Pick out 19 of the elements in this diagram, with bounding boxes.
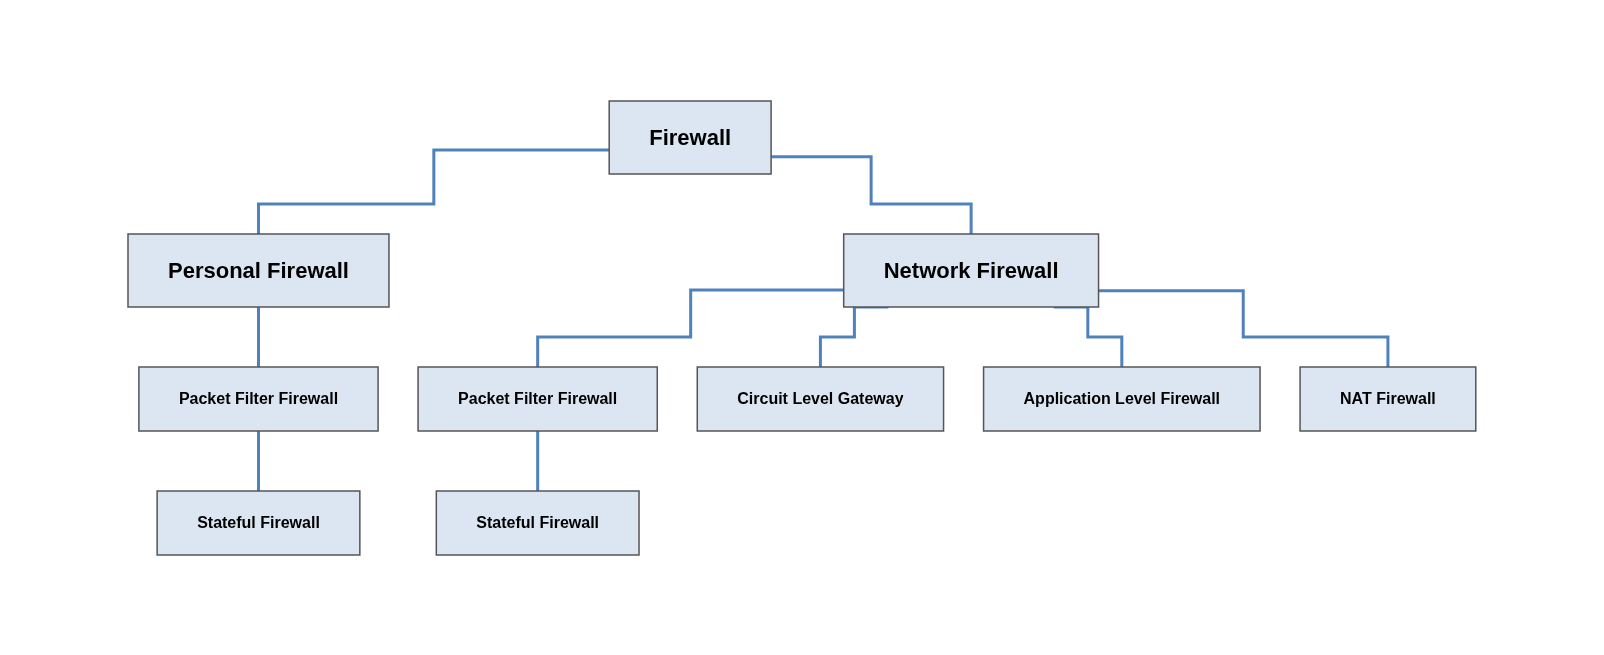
node-box: Packet Filter Firewall	[138, 365, 379, 432]
node-box: Personal Firewall	[127, 232, 390, 308]
connector	[1053, 305, 1124, 368]
node-box: Application Level Firewall	[982, 365, 1261, 432]
node-box: Network Firewall	[843, 232, 1100, 308]
connector	[257, 429, 261, 492]
connector	[257, 305, 261, 368]
node-box: Packet Filter Firewall	[417, 365, 659, 432]
node-box: Circuit Level Gateway	[696, 365, 945, 432]
connector	[536, 429, 540, 492]
connector	[1098, 288, 1390, 368]
node-box: Stateful Firewall	[156, 489, 361, 556]
connector	[771, 154, 973, 235]
connector	[536, 288, 844, 368]
connector	[257, 147, 610, 235]
node-box: Firewall	[608, 99, 772, 175]
node-box: Stateful Firewall	[435, 489, 640, 556]
connector	[819, 305, 889, 368]
node-box: NAT Firewall	[1299, 365, 1477, 432]
